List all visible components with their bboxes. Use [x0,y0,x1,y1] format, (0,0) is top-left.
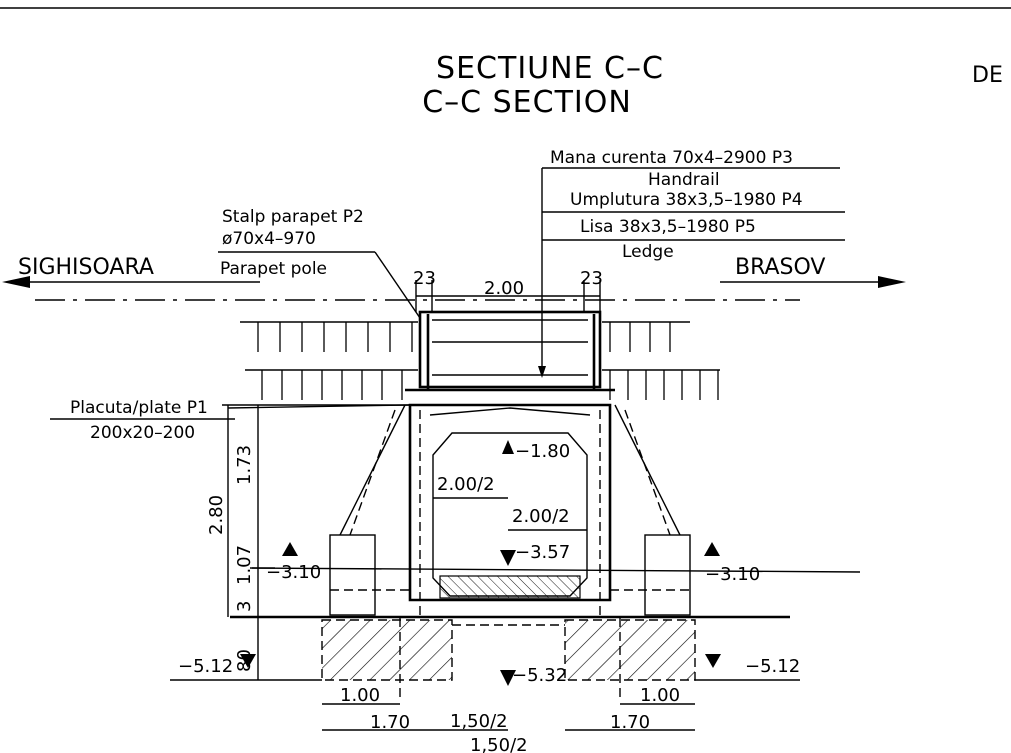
svg-text:BRASOV: BRASOV [735,255,825,280]
bottom-dimensions: 1.00 1.70 1.00 1.70 1,50/2 1,50/2 [322,685,695,753]
svg-text:1.07: 1.07 [234,545,255,585]
svg-text:1.00: 1.00 [640,685,680,706]
svg-text:−5.32: −5.32 [512,665,567,686]
svg-text:1,50/2: 1,50/2 [450,711,508,732]
svg-text:−5.12: −5.12 [178,656,233,677]
box-culvert [339,403,681,620]
background-railings [240,321,720,400]
svg-text:−1.80: −1.80 [515,441,570,462]
section-title-en: C–C SECTION [422,85,632,120]
svg-text:23: 23 [413,268,436,289]
svg-text:Stalp parapet P2: Stalp parapet P2 [222,207,364,227]
svg-text:23: 23 [580,268,603,289]
top-dimension: 23 2.00 23 [413,268,603,312]
svg-text:3: 3 [234,601,255,612]
foundations [321,618,696,700]
svg-text:2.80: 2.80 [206,495,227,535]
svg-text:−3.57: −3.57 [515,542,570,563]
svg-text:−3.10: −3.10 [705,564,760,585]
svg-text:Mana curenta 70x4–2900 P3: Mana curenta 70x4–2900 P3 [550,148,793,168]
svg-text:1.00: 1.00 [340,685,380,706]
wing-walls [230,534,861,619]
corner-label: DE [972,63,1003,88]
svg-text:1.73: 1.73 [234,445,255,485]
svg-text:Lisa 38x3,5–1980 P5: Lisa 38x3,5–1980 P5 [580,217,756,237]
svg-text:2.00/2: 2.00/2 [512,506,570,527]
section-title: SECTIUNE C–C [436,51,664,86]
svg-text:Parapet pole: Parapet pole [220,259,327,279]
svg-text:2.00: 2.00 [484,278,524,299]
svg-text:Handrail: Handrail [648,170,720,190]
direction-right: BRASOV [720,255,906,288]
svg-text:200x20–200: 200x20–200 [90,423,195,443]
handrail-leader: Mana curenta 70x4–2900 P3 Handrail Umplu… [538,148,845,378]
svg-text:−3.10: −3.10 [266,562,321,583]
elevation-marks: −1.80 −3.57 −3.10 −3.10 −5.12 −5.12 −5.3… [170,440,800,686]
svg-text:SIGHISOARA: SIGHISOARA [18,255,154,280]
svg-text:Ledge: Ledge [622,242,674,262]
svg-text:1.70: 1.70 [610,712,650,733]
direction-left: SIGHISOARA [2,255,260,288]
svg-text:1.70: 1.70 [370,712,410,733]
parapet-railing [405,310,615,392]
plate-leader: Placuta/plate P1 200x20–200 [50,398,411,443]
svg-text:ø70x4–970: ø70x4–970 [222,229,316,249]
parapet-pole-leader: Stalp parapet P2 ø70x4–970 Parapet pole [218,207,421,319]
svg-text:1,50/2: 1,50/2 [470,735,528,753]
svg-text:Umplutura 38x3,5–1980 P4: Umplutura 38x3,5–1980 P4 [570,190,803,210]
svg-text:2.00/2: 2.00/2 [437,474,495,495]
svg-text:−5.12: −5.12 [745,656,800,677]
inner-dimensions: 2.00/2 2.00/2 [433,474,587,531]
svg-text:Placuta/plate P1: Placuta/plate P1 [70,398,208,418]
